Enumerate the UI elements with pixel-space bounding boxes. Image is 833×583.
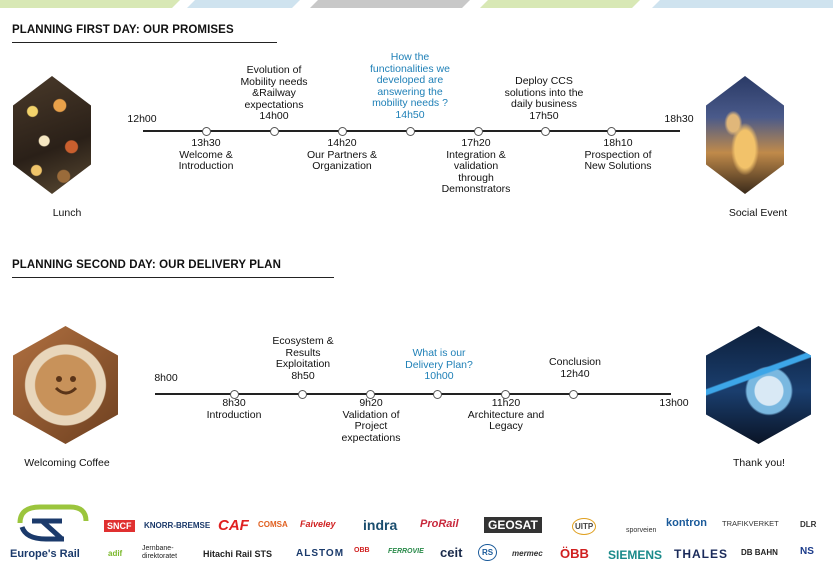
timeline-dot: [406, 127, 415, 136]
obb-logo: ÖBB: [560, 546, 589, 561]
day2-end-time: 13h00: [659, 397, 689, 409]
mermec-logo: mermec: [512, 549, 543, 558]
welcoming-coffee-label: Welcoming Coffee: [24, 457, 110, 469]
alstom-logo: ALSTOM: [296, 548, 345, 559]
ceit-logo: ceit: [440, 545, 463, 560]
siemens-logo: SIEMENS: [608, 548, 663, 562]
day1-event-mobility: Evolution of Mobility needs &Railway exp…: [240, 64, 308, 122]
day1-title: PLANNING FIRST DAY: OUR PROMISES: [12, 24, 234, 36]
day1-end-time: 18h30: [664, 113, 694, 125]
day1-event-deploy-ccs: Deploy CCS solutions into the daily busi…: [504, 75, 584, 122]
faiveley-logo: Faiveley: [300, 519, 336, 529]
social-event-image: [706, 76, 784, 194]
comsa-logo: COMSA: [258, 520, 288, 529]
hitachi-rail-logo: Hitachi Rail STS: [203, 549, 273, 559]
timeline-dot: [338, 127, 347, 136]
thank-you-label: Thank you!: [733, 457, 785, 469]
timeline-dot: [230, 390, 239, 399]
obb-small-logo: OBB: [354, 547, 370, 554]
sporveien-logo: sporveien: [626, 527, 657, 534]
sncf-logo: SNCF: [104, 520, 135, 532]
knorr-bremse-logo: KNORR-BREMSE: [144, 521, 211, 530]
uitp-logo: UITP: [572, 518, 597, 535]
day2-title-underline: [12, 277, 334, 278]
caf-logo: CAF: [218, 517, 249, 534]
smiley-icon: [54, 376, 78, 395]
day1-event-welcome: 13h30 Welcome & Introduction: [178, 137, 234, 172]
rs-logo: RS: [478, 544, 498, 561]
europes-rail-text: Europe's Rail: [10, 548, 80, 560]
top-decorative-band: [0, 0, 833, 8]
timeline-dot: [298, 390, 307, 399]
lunch-label: Lunch: [52, 207, 82, 219]
social-event-label: Social Event: [728, 207, 788, 219]
timeline-dot: [501, 390, 510, 399]
europes-rail-logo: [17, 504, 89, 542]
day2-timeline: [155, 393, 671, 395]
indra-logo: indra: [363, 517, 398, 533]
timeline-dot: [607, 127, 616, 136]
dlr-logo: DLR: [800, 520, 817, 529]
jernbanedirektoratet-logo: Jernbane-direktoratet: [142, 545, 178, 560]
trafikverket-logo: TRAFIKVERKET: [722, 519, 779, 528]
timeline-dot: [366, 390, 375, 399]
db-bahn-logo: DB BAHN: [741, 548, 778, 557]
train-image: [706, 326, 811, 444]
thales-logo: THALES: [674, 547, 728, 561]
day1-event-integration: 17h20 Integration & validation through D…: [441, 137, 511, 195]
lunch-image: [13, 76, 91, 194]
kontron-logo: kontron: [666, 517, 707, 529]
adif-logo: adif: [108, 549, 123, 558]
day2-event-conclusion: Conclusion 12h40: [549, 356, 601, 380]
day1-start-time: 12h00: [127, 113, 157, 125]
prorail-logo: ProRail: [420, 518, 459, 530]
timeline-dot: [433, 390, 442, 399]
day1-event-functionalities: How the functionalities we developed are…: [370, 51, 450, 121]
timeline-dot: [202, 127, 211, 136]
day1-title-underline: [12, 42, 277, 43]
day1-event-prospection: 18h10 Prospection of New Solutions: [584, 137, 652, 172]
ferrovie-logo: FERROVIE: [388, 548, 424, 555]
timeline-dot: [541, 127, 550, 136]
timeline-dot: [474, 127, 483, 136]
timeline-dot: [569, 390, 578, 399]
day2-event-delivery-plan: What is our Delivery Plan? 10h00: [405, 347, 473, 382]
day1-event-partners: 14h20 Our Partners & Organization: [306, 137, 378, 172]
day2-start-time: 8h00: [154, 372, 178, 384]
day2-event-architecture: 11h20 Architecture and Legacy: [467, 397, 545, 432]
day2-title: PLANNING SECOND DAY: OUR DELIVERY PLAN: [12, 259, 281, 271]
day2-event-ecosystem: Ecosystem & Results Exploitation 8h50: [272, 335, 334, 382]
timeline-dot: [270, 127, 279, 136]
geosat-logo: GEOSAT: [484, 517, 542, 533]
day2-event-introduction: 8h30 Introduction: [206, 397, 262, 421]
ns-logo: NS: [800, 546, 814, 557]
day2-event-validation: 9h20 Validation of Project expectations: [341, 397, 401, 444]
